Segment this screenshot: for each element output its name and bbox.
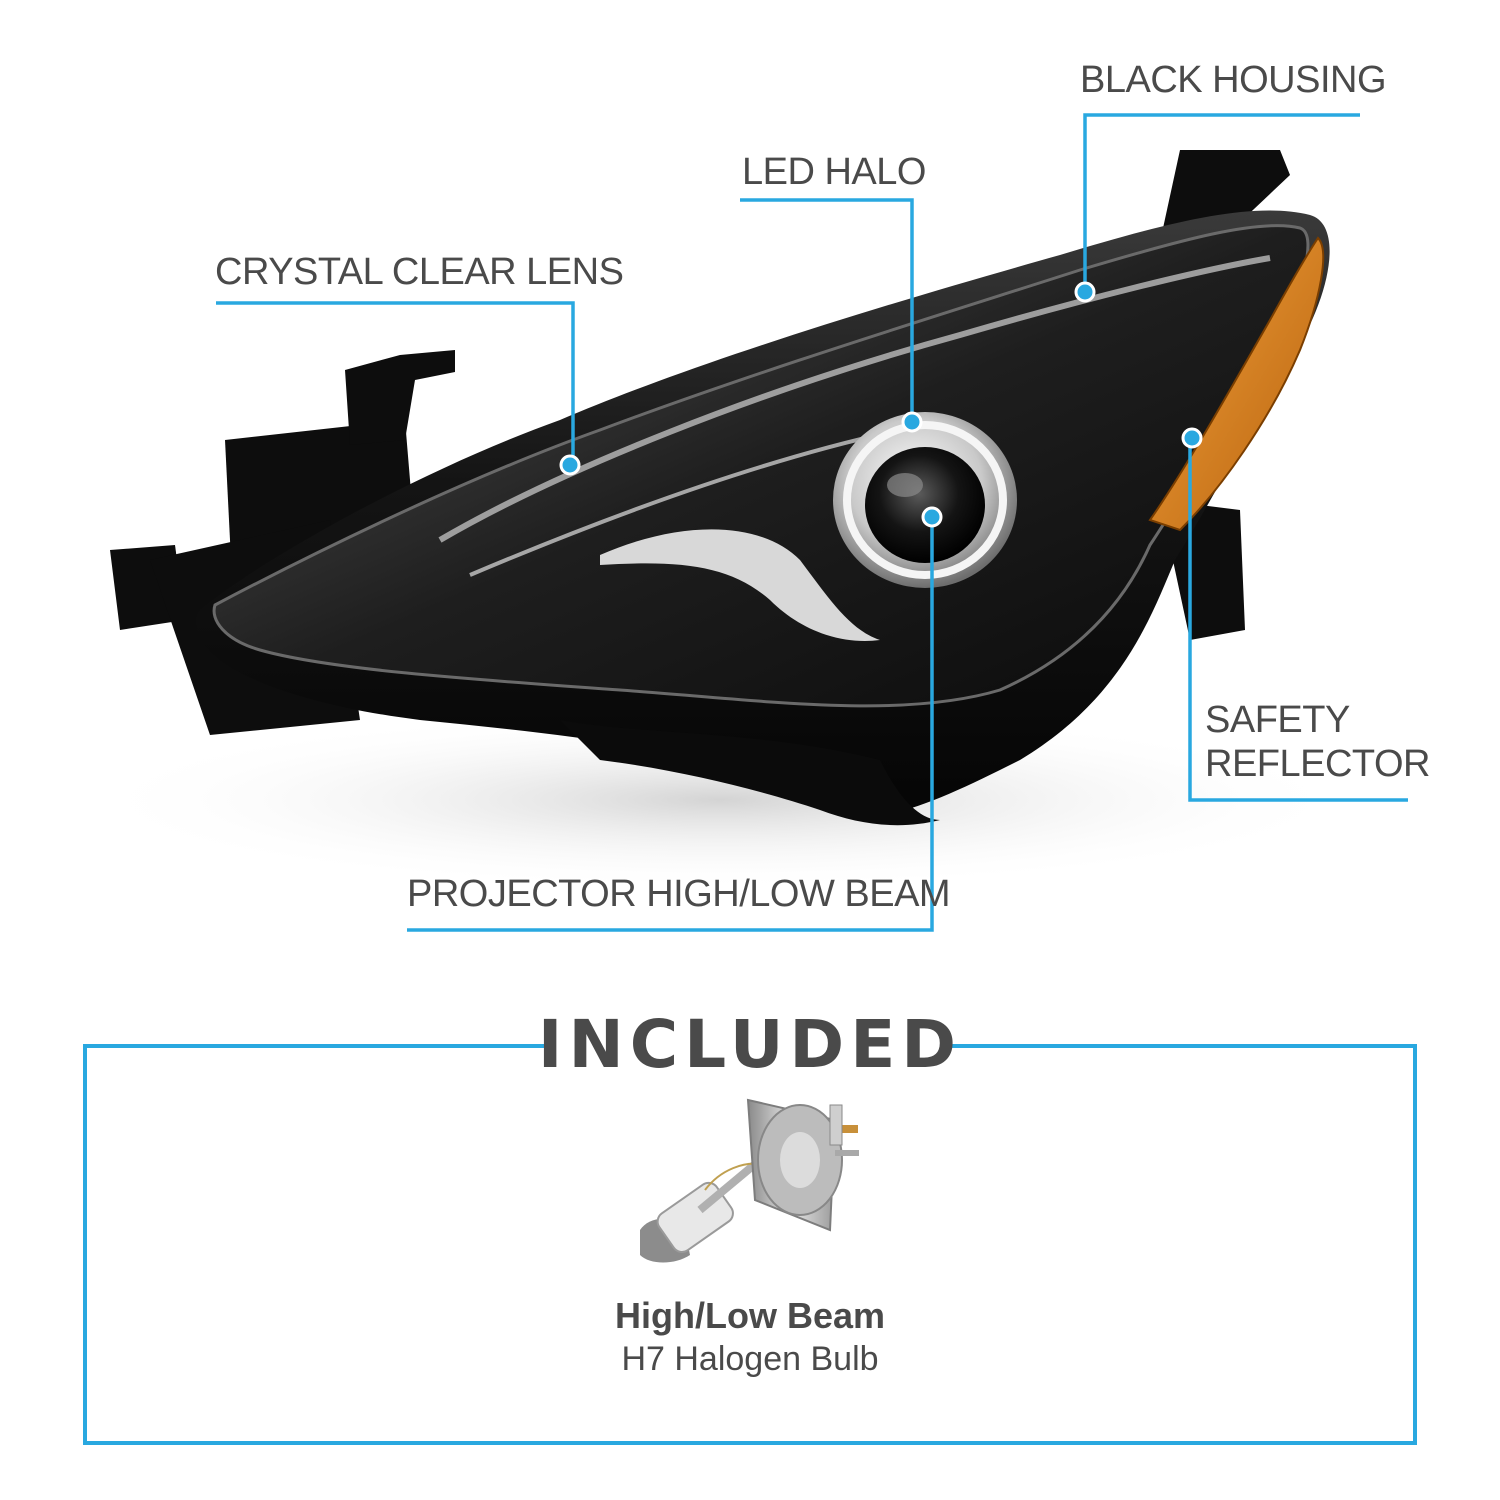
black-housing-label: BLACK HOUSING xyxy=(1080,59,1387,101)
crystal-clear-lens-dot xyxy=(559,454,581,476)
safety-reflector-dot xyxy=(1181,427,1203,449)
chrome-swoosh xyxy=(600,529,880,641)
lower-trim xyxy=(560,720,940,826)
included-title: INCLUDED xyxy=(537,1006,963,1083)
crystal-clear-lens-line xyxy=(216,301,575,464)
amber-reflector xyxy=(1148,236,1325,532)
projector-beam-label: PROJECTOR HIGH/LOW BEAM xyxy=(407,873,951,915)
included-frame xyxy=(83,1044,1417,1445)
drl-strip xyxy=(438,255,1271,543)
led-halo-line xyxy=(740,198,914,422)
black-housing-line xyxy=(1083,113,1360,292)
safety-reflector-line xyxy=(1188,440,1408,802)
crystal-clear-lens-label: CRYSTAL CLEAR LENS xyxy=(215,251,624,293)
projector-lens xyxy=(865,447,985,563)
callout-lines xyxy=(216,113,1408,932)
callout-dots xyxy=(559,281,1203,528)
safety-reflector-label: SAFETY REFLECTOR xyxy=(1205,699,1430,785)
bulb-caption-detail: H7 Halogen Bulb xyxy=(621,1340,879,1378)
floor-shadow xyxy=(80,710,1360,890)
led-halo-dot xyxy=(901,411,923,433)
h7-bulb-icon xyxy=(640,1098,859,1263)
black-housing-dot xyxy=(1074,281,1096,303)
bulb-caption-title: High/Low Beam xyxy=(614,1295,886,1336)
projector-beam-dot xyxy=(921,506,943,528)
led-halo-label: LED HALO xyxy=(742,151,926,193)
projector-beam-line xyxy=(407,517,934,932)
